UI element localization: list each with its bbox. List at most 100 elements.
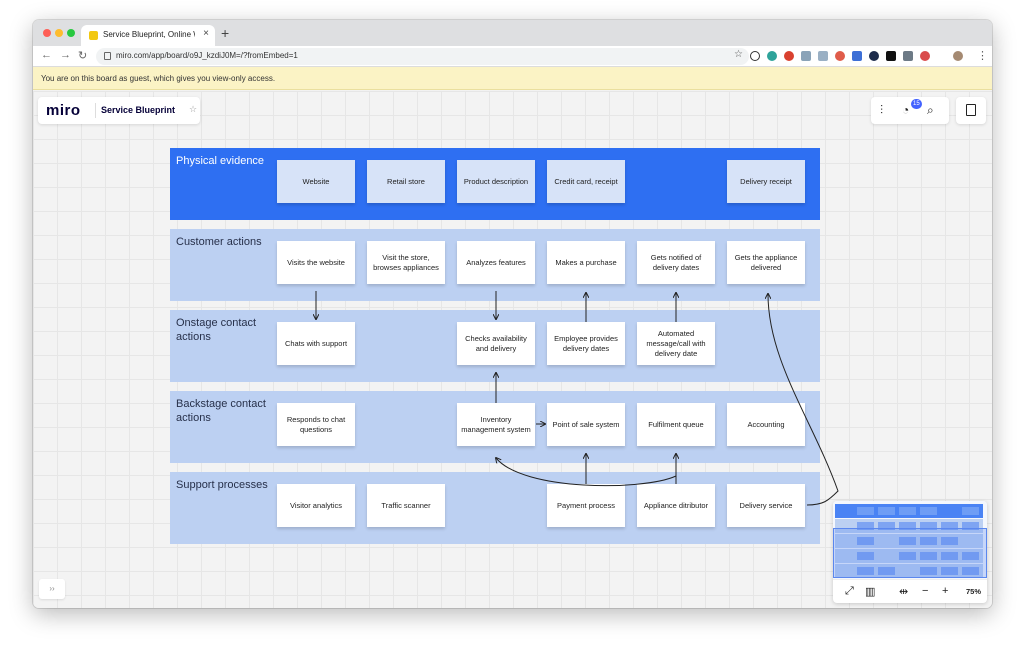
reload-button[interactable]: ↻ bbox=[78, 50, 88, 62]
maximize-window-button[interactable] bbox=[67, 29, 75, 37]
extension-teal-icon[interactable] bbox=[767, 51, 777, 61]
sticky-note[interactable]: Product description bbox=[457, 160, 535, 203]
minimap-controls: ⤢ ▥ ⇹ − + 75% bbox=[833, 579, 987, 603]
zoom-out-button[interactable]: − bbox=[922, 585, 929, 597]
bookmark-star-icon[interactable]: ☆ bbox=[734, 49, 743, 60]
forward-button[interactable]: → bbox=[60, 49, 71, 61]
fullscreen-icon[interactable]: ⤢ bbox=[845, 585, 854, 597]
browser-window: Service Blueprint, Online Whiteb × + ← →… bbox=[33, 20, 992, 608]
tab-title: Service Blueprint, Online Whiteb bbox=[103, 30, 195, 39]
minimap-note bbox=[920, 537, 937, 545]
sticky-note[interactable]: Credit card, receipt bbox=[547, 160, 625, 203]
sticky-note[interactable]: Checks availability and delivery bbox=[457, 322, 535, 365]
extension-info-icon[interactable] bbox=[750, 51, 760, 61]
minimap-lane bbox=[835, 564, 983, 578]
minimap-preview[interactable] bbox=[833, 501, 987, 579]
board-title[interactable]: Service Blueprint bbox=[101, 105, 176, 115]
browser-toolbar: ← → ↻ miro.com/app/board/o9J_kzdiJ0M=/?f… bbox=[33, 46, 992, 67]
sticky-note[interactable]: Delivery service bbox=[727, 484, 805, 527]
minimap-note bbox=[899, 522, 916, 530]
favorite-star-icon[interactable]: ☆ bbox=[189, 104, 198, 114]
lane-support-processes: Support processes Visitor analytics Traf… bbox=[170, 472, 820, 544]
sticky-note[interactable]: Delivery receipt bbox=[727, 160, 805, 203]
sticky-note[interactable]: Appliance ditributor bbox=[637, 484, 715, 527]
minimap-note bbox=[899, 537, 916, 545]
sticky-note[interactable]: Retail store bbox=[367, 160, 445, 203]
extension-gray-icon[interactable] bbox=[818, 51, 828, 61]
sticky-note[interactable]: Fulfilment queue bbox=[637, 403, 715, 446]
sticky-note[interactable]: Website bbox=[277, 160, 355, 203]
map-icon[interactable]: ▥ bbox=[865, 586, 876, 598]
new-tab-button[interactable]: + bbox=[221, 25, 230, 41]
close-window-button[interactable] bbox=[43, 29, 51, 37]
minimap-note bbox=[878, 507, 895, 515]
lane-physical-evidence: Physical evidence Website Retail store P… bbox=[170, 148, 820, 220]
miro-favicon-icon bbox=[89, 31, 98, 40]
search-icon[interactable]: ⌕ bbox=[927, 103, 934, 117]
minimap-note bbox=[878, 567, 895, 575]
notes-button[interactable] bbox=[956, 97, 986, 124]
settings-sliders-icon[interactable]: ⫶ bbox=[880, 103, 884, 117]
zoom-in-button[interactable]: + bbox=[942, 585, 949, 597]
guest-banner: You are on this board as guest, which gi… bbox=[33, 67, 992, 90]
minimap-lane bbox=[835, 504, 983, 518]
lane-onstage-contact-actions: Onstage contact actions Chats with suppo… bbox=[170, 310, 820, 382]
back-button[interactable]: ← bbox=[41, 49, 52, 61]
sticky-note[interactable]: Gets the appliance delivered bbox=[727, 241, 805, 284]
extension-abp-icon[interactable] bbox=[784, 51, 794, 61]
extension-target-icon[interactable] bbox=[835, 51, 845, 61]
browser-menu-icon[interactable]: ⋮ bbox=[977, 50, 988, 62]
sticky-note[interactable]: Responds to chat questions bbox=[277, 403, 355, 446]
sticky-note[interactable]: Visit the store, browses appliances bbox=[367, 241, 445, 284]
lane-backstage-contact-actions: Backstage contact actions Responds to ch… bbox=[170, 391, 820, 463]
profile-avatar[interactable] bbox=[953, 51, 963, 61]
sidebar-toggle-icon[interactable]: ›› bbox=[39, 579, 65, 599]
extension-camera-icon[interactable] bbox=[801, 51, 811, 61]
lane-title: Onstage contact actions bbox=[176, 317, 257, 343]
lane-title: Physical evidence bbox=[176, 155, 265, 167]
header-divider bbox=[95, 103, 96, 118]
collaborators-icon[interactable]: ◔ bbox=[902, 103, 910, 117]
minimap-note bbox=[941, 552, 958, 560]
extension-frame-icon[interactable] bbox=[903, 51, 913, 61]
sticky-note[interactable]: Accounting bbox=[727, 403, 805, 446]
sticky-note[interactable]: Visits the website bbox=[277, 241, 355, 284]
sticky-note[interactable]: Payment process bbox=[547, 484, 625, 527]
minimize-window-button[interactable] bbox=[55, 29, 63, 37]
zoom-level[interactable]: 75% bbox=[965, 587, 981, 596]
sticky-note[interactable]: Traffic scanner bbox=[367, 484, 445, 527]
sticky-note[interactable]: Makes a purchase bbox=[547, 241, 625, 284]
minimap-note bbox=[962, 522, 979, 530]
minimap-note bbox=[962, 552, 979, 560]
minimap-note bbox=[857, 522, 874, 530]
minimap-note bbox=[941, 537, 958, 545]
url-text[interactable]: miro.com/app/board/o9J_kzdiJ0M=/?fromEmb… bbox=[116, 51, 298, 60]
address-bar[interactable]: miro.com/app/board/o9J_kzdiJ0M=/?fromEmb… bbox=[96, 48, 749, 65]
miro-logo[interactable]: miro bbox=[46, 102, 81, 119]
notification-badge: 15 bbox=[911, 99, 922, 109]
board-canvas[interactable]: miro Service Blueprint ☆ ⫶ ◔ 15 ⌕ Physic… bbox=[33, 91, 992, 608]
minimap-note bbox=[920, 567, 937, 575]
minimap-note bbox=[962, 507, 979, 515]
sticky-note[interactable]: Gets notified of delivery dates bbox=[637, 241, 715, 284]
tab-close-icon[interactable]: × bbox=[203, 28, 209, 39]
sticky-note[interactable]: Visitor analytics bbox=[277, 484, 355, 527]
minimap[interactable]: ⤢ ▥ ⇹ − + 75% bbox=[833, 501, 987, 603]
lane-title: Backstage contact actions bbox=[176, 398, 266, 424]
fit-to-screen-icon[interactable]: ⇹ bbox=[899, 586, 909, 598]
minimap-note bbox=[878, 522, 895, 530]
extension-play-icon[interactable] bbox=[886, 51, 896, 61]
extension-dark-icon[interactable] bbox=[869, 51, 879, 61]
sticky-note[interactable]: Inventory management system bbox=[457, 403, 535, 446]
sticky-note[interactable]: Point of sale system bbox=[547, 403, 625, 446]
minimap-viewport[interactable] bbox=[833, 528, 987, 578]
sticky-note[interactable]: Employee provides delivery dates bbox=[547, 322, 625, 365]
sticky-note[interactable]: Analyzes features bbox=[457, 241, 535, 284]
sticky-note[interactable]: Automated message/call with delivery dat… bbox=[637, 322, 715, 365]
lane-title: Support processes bbox=[176, 479, 268, 491]
browser-tab[interactable]: Service Blueprint, Online Whiteb × bbox=[81, 25, 215, 46]
notes-icon bbox=[966, 104, 976, 116]
extension-iq-icon[interactable] bbox=[852, 51, 862, 61]
sticky-note[interactable]: Chats with support bbox=[277, 322, 355, 365]
extension-shield-icon[interactable] bbox=[920, 51, 930, 61]
